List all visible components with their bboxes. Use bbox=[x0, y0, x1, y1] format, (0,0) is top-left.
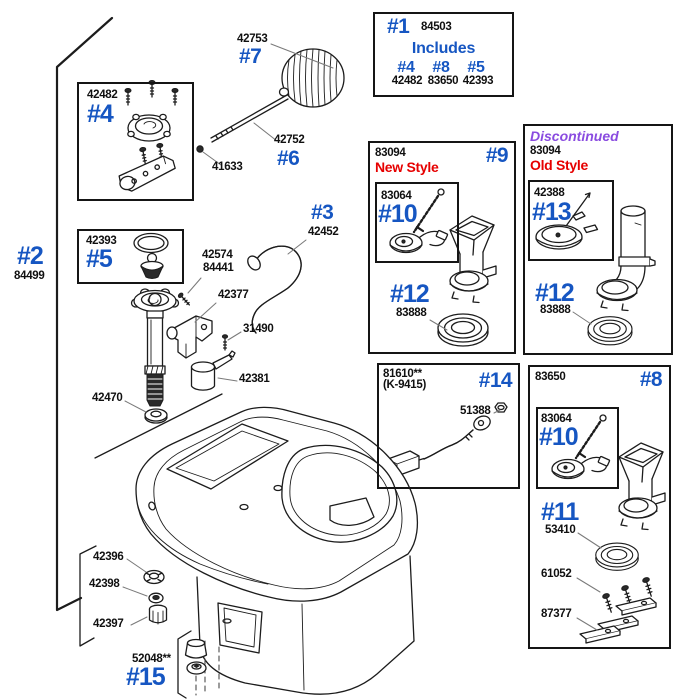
bowl-washer-number: 42396 bbox=[93, 551, 124, 563]
seal-kit-drawing bbox=[133, 232, 169, 279]
mount-box-ref: #4 bbox=[87, 100, 114, 128]
mount-plate-box: 42482 #4 bbox=[77, 82, 194, 201]
refill-tube-number: 42452 bbox=[308, 226, 339, 238]
pivot-dot-drawing bbox=[196, 145, 204, 153]
seal-number: 53410 bbox=[545, 524, 576, 536]
seal-kit-box: 42393 #5 bbox=[77, 229, 184, 284]
flapper-old-box: 42388 #13 bbox=[528, 180, 614, 261]
kit-item-ref: #8 bbox=[432, 59, 450, 76]
screw-number-c: 31490 bbox=[243, 323, 274, 335]
flush-valve-number: 83650 bbox=[535, 371, 566, 383]
plates-number: 87377 bbox=[541, 608, 572, 620]
seal-box-number: 42393 bbox=[86, 235, 117, 247]
flush-valve-ref: #8 bbox=[639, 368, 663, 391]
new-style-ref: #9 bbox=[485, 144, 509, 167]
screw-31490-drawing bbox=[221, 334, 229, 351]
gasket-new-number: 83888 bbox=[396, 307, 427, 319]
mount-box-number: 42482 bbox=[87, 89, 118, 101]
discontinued-label: Discontinued bbox=[530, 128, 619, 144]
tank-bolt-parts-drawing bbox=[143, 569, 168, 625]
trip-lever-number: 81610** bbox=[383, 368, 422, 380]
gasket-new-ref: #12 bbox=[390, 280, 430, 308]
flapper-old-number: 42388 bbox=[534, 187, 565, 199]
kit-item-number: 83650 bbox=[427, 75, 459, 87]
kit-includes-box: #1 84503 Includes #4 #8 #5 42482 83650 4… bbox=[373, 12, 514, 97]
screw-number-a: 42574 bbox=[202, 249, 233, 261]
old-style-number: 83094 bbox=[530, 145, 561, 157]
kit-part-number: 84503 bbox=[421, 21, 452, 33]
bracket-part-drawing bbox=[166, 315, 213, 359]
bowl-oring-number: 42398 bbox=[89, 578, 120, 590]
flapper-83650-ref: #10 bbox=[539, 423, 579, 451]
screw-42574-drawing bbox=[177, 292, 191, 306]
bolt-cap-kit-number: 52048** bbox=[132, 653, 171, 665]
kit-item-ref: #5 bbox=[467, 59, 485, 76]
gasket-old-ref: #12 bbox=[535, 279, 575, 307]
tank-group-ref: #2 bbox=[17, 242, 44, 270]
trip-lever-alt-number: (K-9415) bbox=[383, 379, 426, 391]
flush-valve-box: 83650 #8 83064 #10 #11 53410 61052 87377 bbox=[528, 365, 671, 649]
flapper-83650-number: 83064 bbox=[541, 413, 572, 425]
kit-includes-label: Includes bbox=[411, 40, 476, 57]
bolt-cap-kit-drawing bbox=[177, 630, 220, 699]
tank-group-number: 84499 bbox=[14, 270, 45, 282]
seal-box-ref: #5 bbox=[86, 245, 113, 273]
float-rod-number: 42752 bbox=[274, 134, 305, 146]
seal-ref: #11 bbox=[541, 498, 579, 526]
flapper-old-drawing bbox=[535, 192, 599, 250]
kit-item-ref: #4 bbox=[397, 59, 415, 76]
trip-lever-ref: #14 bbox=[478, 369, 513, 392]
bracket-small-line bbox=[79, 545, 97, 647]
toilet-drawing bbox=[94, 393, 419, 695]
gasket-old-number: 83888 bbox=[540, 304, 571, 316]
flapper-new-number: 83064 bbox=[381, 190, 412, 202]
refill-tube-ref: #3 bbox=[311, 201, 334, 224]
cup-42381-drawing bbox=[190, 350, 236, 391]
trip-lever-nut-number: 51388 bbox=[460, 405, 491, 417]
bowl-nut-number: 42397 bbox=[93, 618, 124, 630]
flapper-new-ref: #10 bbox=[378, 200, 418, 228]
float-ball-drawing bbox=[278, 48, 345, 108]
old-style-label: Old Style bbox=[530, 157, 588, 173]
float-ball-number: 42753 bbox=[237, 33, 268, 45]
bolt-cap-kit-ref: #15 bbox=[126, 663, 166, 691]
cup-number: 42381 bbox=[239, 373, 270, 385]
float-rod-drawing bbox=[210, 94, 289, 143]
fill-valve-drawing bbox=[130, 288, 180, 424]
pivot-number: 41633 bbox=[212, 161, 243, 173]
float-ball-ref: #7 bbox=[239, 45, 262, 68]
new-style-box: 83094 New Style #9 83064 #10 #12 83888 bbox=[368, 141, 516, 354]
mount-plate-drawing bbox=[118, 79, 179, 192]
kit-item-number: 42482 bbox=[391, 75, 423, 87]
bracket-number: 42377 bbox=[218, 289, 249, 301]
bolts-number: 61052 bbox=[541, 568, 572, 580]
bracket-2-line bbox=[55, 16, 114, 612]
flapper-old-ref: #13 bbox=[532, 198, 572, 226]
kit-item-number: 42393 bbox=[462, 75, 494, 87]
leader-lines bbox=[122, 43, 602, 631]
refill-tube-drawing bbox=[247, 245, 302, 334]
washer-number: 42470 bbox=[92, 392, 123, 404]
float-rod-ref: #6 bbox=[277, 147, 300, 170]
kit-ref: #1 bbox=[387, 15, 410, 38]
screw-number-b: 84441 bbox=[203, 262, 234, 274]
flapper-new-box: 83064 #10 bbox=[375, 182, 459, 263]
new-style-label: New Style bbox=[375, 159, 439, 175]
old-style-box: Discontinued 83094 Old Style 42388 #13 #… bbox=[523, 124, 673, 355]
new-style-number: 83094 bbox=[375, 147, 406, 159]
trip-lever-box: 81610** (K-9415) #14 51388 bbox=[377, 363, 520, 489]
flapper-83650-box: 83064 #10 bbox=[536, 407, 619, 489]
